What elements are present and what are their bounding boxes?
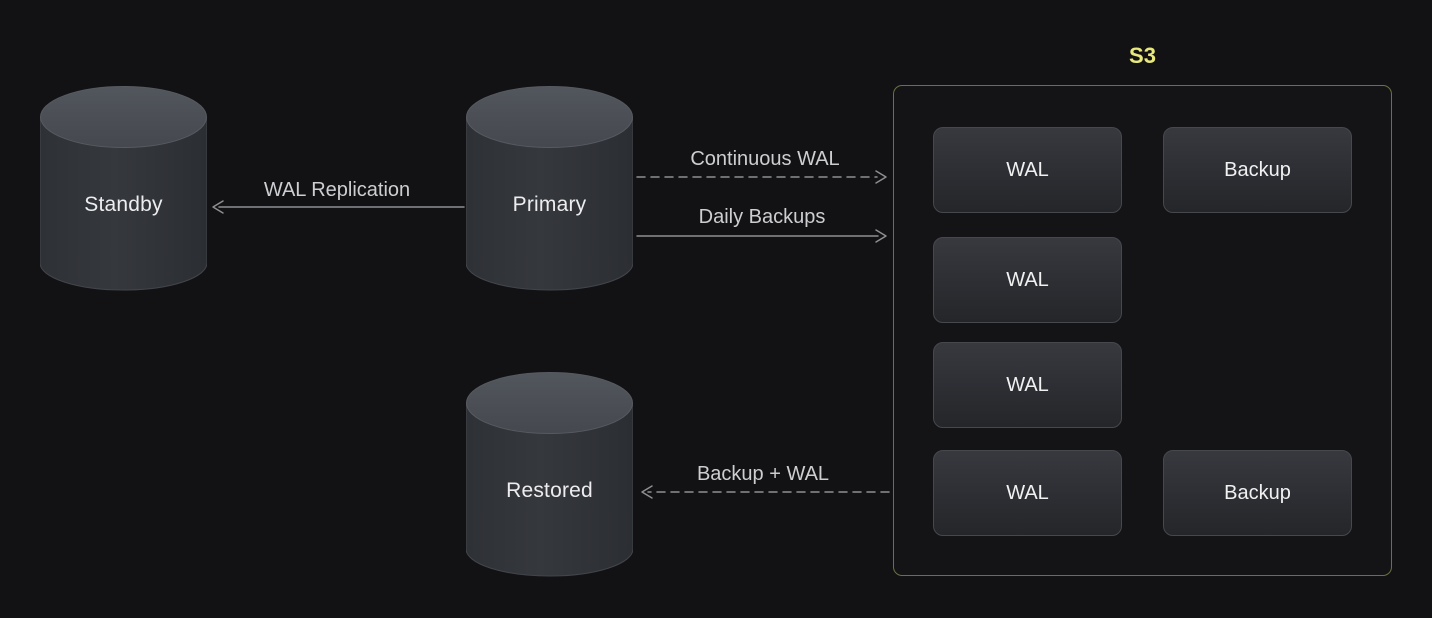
s3-group-container: WAL Backup WAL WAL WAL Backup xyxy=(893,85,1392,576)
s3-item-wal-4: WAL xyxy=(933,450,1122,536)
arrowhead-left-icon xyxy=(641,485,653,499)
node-standby: Standby xyxy=(40,86,207,291)
s3-item-wal-1: WAL xyxy=(933,127,1122,213)
arrowhead-left-icon xyxy=(212,200,224,214)
s3-item-wal-2: WAL xyxy=(933,237,1122,323)
node-restored-label: Restored xyxy=(506,479,593,502)
edge-wal-replication-arrow xyxy=(212,200,465,214)
edge-continuous-wal-label: Continuous WAL xyxy=(690,148,840,170)
arrowhead-right-icon xyxy=(875,170,887,184)
node-restored: Restored xyxy=(466,372,633,577)
node-primary: Primary xyxy=(466,86,633,291)
s3-item-backup-1: Backup xyxy=(1163,127,1352,213)
edge-continuous-wal-arrow xyxy=(636,170,887,184)
edge-backup-plus-wal-label: Backup + WAL xyxy=(696,463,830,485)
s3-item-backup-2: Backup xyxy=(1163,450,1352,536)
node-standby-label: Standby xyxy=(84,193,163,216)
node-primary-label: Primary xyxy=(512,193,587,216)
edge-daily-backups-label: Daily Backups xyxy=(698,206,826,228)
edge-wal-replication-label: WAL Replication xyxy=(263,179,411,201)
arrowhead-right-icon xyxy=(875,229,887,243)
database-cylinder-icon xyxy=(466,86,633,291)
database-cylinder-icon xyxy=(40,86,207,291)
edge-daily-backups-arrow xyxy=(636,229,887,243)
edge-backup-plus-wal-arrow xyxy=(641,485,890,499)
database-cylinder-icon xyxy=(466,372,633,577)
s3-group-title: S3 xyxy=(1129,43,1156,68)
s3-item-wal-3: WAL xyxy=(933,342,1122,428)
